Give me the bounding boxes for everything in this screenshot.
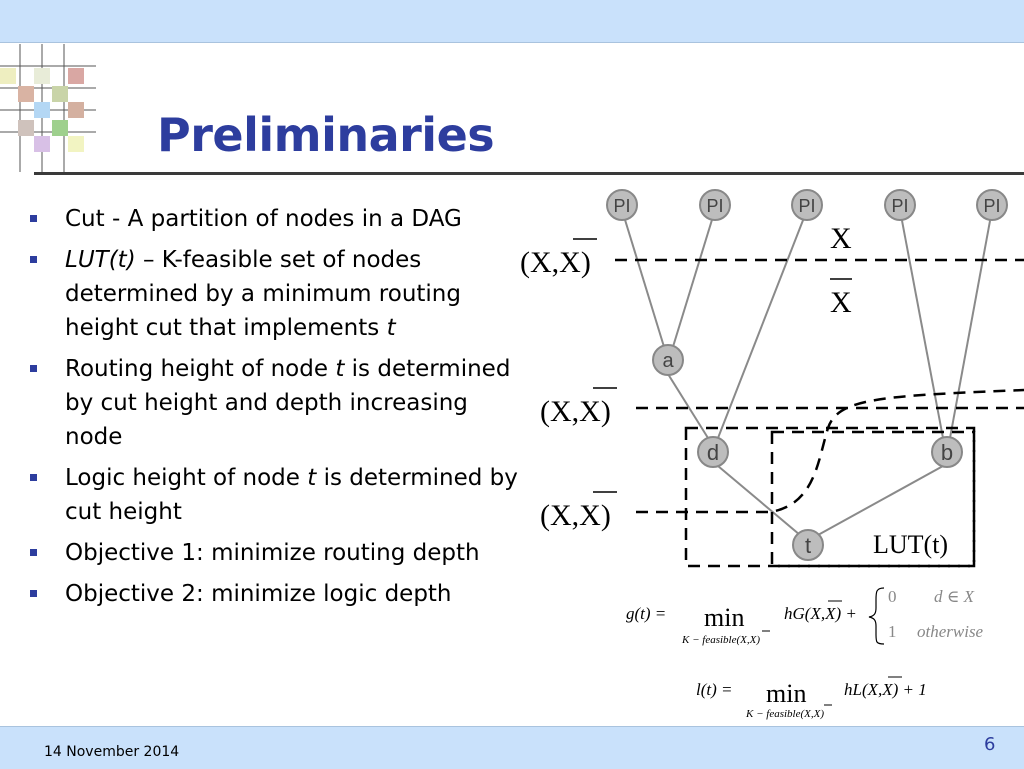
bullet-text: – K-feasible set of nodes determined by … [65,247,461,341]
diagram-nodes: PI PI PI PI PI a d b [606,189,1008,561]
node-t: t [792,529,824,561]
svg-text:PI: PI [613,196,630,216]
bullet-text: Logic height of node [65,465,308,491]
pi-node-5: PI [976,189,1008,221]
bullet-text: t [386,315,396,341]
bullet-marker-icon [30,474,37,481]
svg-text:1: 1 [888,622,897,641]
bullet-item: Logic height of node t is determined by … [30,461,530,529]
svg-text:min: min [704,603,744,632]
bullet-text: t [335,356,345,382]
bullet-text: t [307,465,317,491]
node-a: a [652,344,684,376]
svg-text:g(t) =: g(t) = [626,604,666,623]
svg-text:(X,X): (X,X) [540,395,611,428]
pi-node-2: PI [699,189,731,221]
bullet-item: Objective 1: minimize routing depth [30,536,530,570]
svg-text:(X,X): (X,X) [540,499,611,532]
cut-lines [615,258,1024,568]
node-b: b [931,436,963,468]
bullet-marker-icon [30,590,37,597]
svg-text:d: d [707,440,719,465]
bullet-list: Cut - A partition of nodes in a DAG LUT(t… [30,202,530,618]
svg-text:X: X [830,286,852,319]
formula-g: g(t) = min K − feasible(X,X) hG(X,X) + 0… [626,587,984,646]
bullet-text: Objective 1: minimize routing depth [65,540,480,566]
bullet-marker-icon [30,215,37,222]
bullet-marker-icon [30,549,37,556]
pi-node-4: PI [884,189,916,221]
svg-text:PI: PI [798,196,815,216]
bullet-text: Routing height of node [65,356,336,382]
cut-label-1: (X,X) [520,238,597,279]
svg-text:(X,X): (X,X) [520,246,591,279]
svg-text:K − feasible(X,X): K − feasible(X,X) [681,634,760,646]
svg-text:l(t) =: l(t) = [696,680,733,699]
bullet-item: Objective 2: minimize logic depth [30,577,530,611]
bullet-text: Objective 2: minimize logic depth [65,581,452,607]
svg-text:hG(X,X) +: hG(X,X) + [784,604,857,623]
diagram-edges [621,209,993,536]
svg-text:b: b [941,440,953,465]
formula-l: l(t) = min K − feasible(X,X) hL(X,X) + 1 [696,676,927,720]
decorative-grid [0,44,96,172]
svg-text:PI: PI [891,196,908,216]
svg-text:PI: PI [983,196,1000,216]
footer-date: 14 November 2014 [44,744,180,760]
svg-text:PI: PI [706,196,723,216]
pi-node-3: PI [791,189,823,221]
label-x: X [830,222,852,255]
cut-label-2: (X,X) [540,387,617,428]
svg-text:hL(X,X) + 1: hL(X,X) + 1 [844,680,927,699]
bullet-marker-icon [30,365,37,372]
bullet-text: is determined by cut height and depth in… [65,356,511,450]
label-x-bar: X [830,278,852,319]
svg-text:min: min [766,679,806,708]
footer-band [0,726,1024,769]
bullet-text: is determined by cut height [65,465,518,525]
node-d: d [697,436,729,468]
bullet-text: LUT(t) [65,247,136,273]
bullet-item: Routing height of node t is determined b… [30,352,530,454]
svg-text:K − feasible(X,X): K − feasible(X,X) [745,708,824,720]
svg-text:t: t [805,533,811,558]
pi-node-1: PI [606,189,638,221]
header-band [0,0,1024,43]
cut-label-3: (X,X) [540,491,617,532]
title-divider [34,172,1024,175]
svg-text:otherwise: otherwise [917,622,984,641]
svg-text:a: a [662,350,674,372]
bullet-item: LUT(t) – K-feasible set of nodes determi… [30,243,530,345]
bullet-item: Cut - A partition of nodes in a DAG [30,202,530,236]
lut-label: LUT(t) [873,530,948,559]
svg-text:d ∈ X: d ∈ X [934,587,975,606]
bullet-text: Cut - A partition of nodes in a DAG [65,206,462,232]
bullet-marker-icon [30,256,37,263]
slide-title: Preliminaries [157,108,495,162]
svg-text:0: 0 [888,587,897,606]
slide-number: 6 [984,734,996,755]
